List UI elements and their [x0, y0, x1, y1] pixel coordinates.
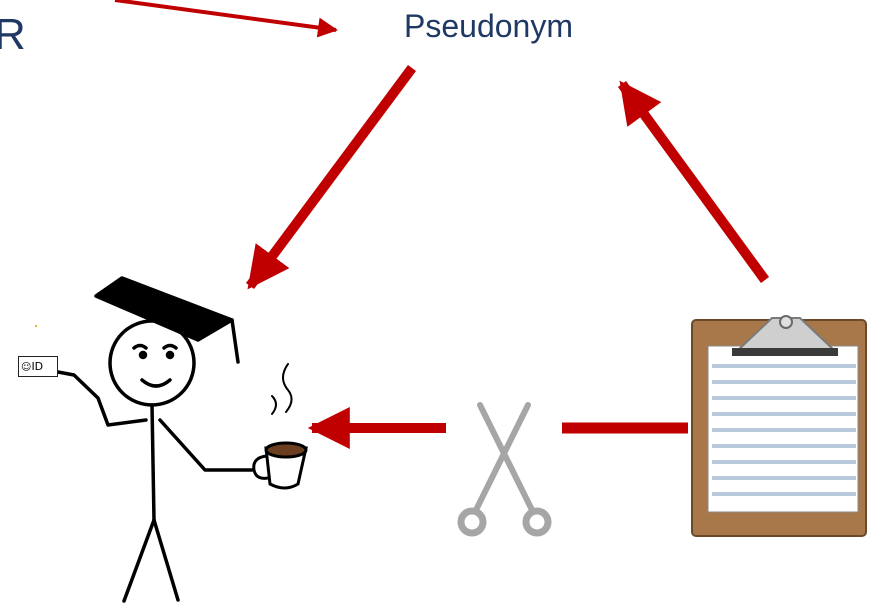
- face-icon: ☺: [21, 362, 32, 373]
- decorative-dot: [35, 325, 37, 327]
- arrow-pseudonym-to-person: [245, 65, 417, 290]
- id-card-text: ID: [31, 360, 44, 373]
- id-card-icon: ☺ID: [18, 356, 58, 377]
- graduate-stick-figure-icon: [56, 276, 254, 603]
- clipboard-icon: [691, 315, 867, 537]
- truncated-label-fragment: R: [0, 10, 26, 59]
- pseudonym-label: Pseudonym: [404, 8, 573, 44]
- coffee-cup-icon: [252, 363, 308, 490]
- arrow-to-pseudonym-thin: [114, 0, 338, 38]
- scissors-icon: [457, 402, 552, 537]
- arrow-clipboard-to-pseudonym: [617, 80, 770, 283]
